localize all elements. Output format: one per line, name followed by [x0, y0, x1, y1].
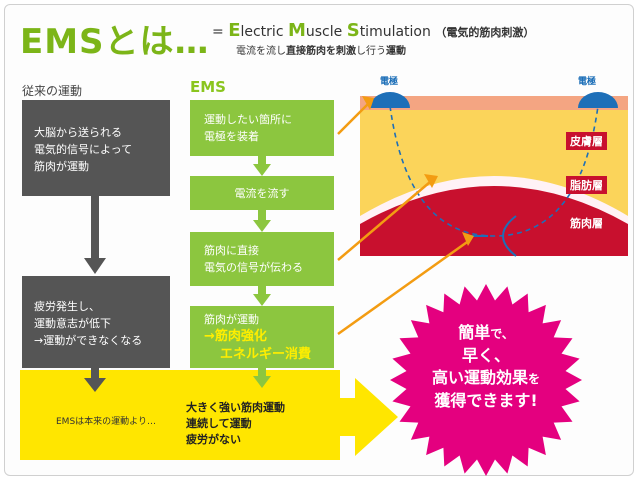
bottom-note: EMSは本来の運動より…	[56, 417, 156, 427]
connector-arrows	[337, 96, 474, 336]
burst-line-3: 高い運動効果を	[431, 368, 541, 387]
ems-step-4-line-1: 筋肉が運動	[204, 312, 259, 326]
traditional-arrow-1-icon	[84, 196, 106, 274]
traditional-arrow-2-icon	[84, 368, 106, 392]
traditional-box-1-line-2: 電気的信号によって	[34, 143, 133, 156]
word-electric: lectric	[240, 24, 288, 40]
ems-step-3-line-2: 電気の信号が伝わる	[204, 261, 303, 274]
traditional-box-1: 大脳から送られる 電気的信号によって 筋肉が運動	[22, 100, 170, 196]
letter-s: S	[346, 20, 360, 41]
definition-japanese: （電気的筋肉刺激）	[435, 26, 535, 39]
traditional-box-1-line-1: 大脳から送られる	[34, 126, 122, 139]
ems-arrow-2-icon	[253, 210, 271, 232]
starburst-badge	[390, 284, 582, 476]
ems-step-4-highlight-1: →筋肉強化	[204, 328, 267, 344]
burst-line-4: 獲得できます!	[434, 391, 538, 410]
ems-arrow-1-icon	[253, 156, 271, 176]
ems-step-3: 筋肉に直接 電気の信号が伝わる	[190, 232, 334, 286]
ems-step-2: 電流を流す	[190, 176, 334, 210]
traditional-box-2-line-2: 運動意志が低下	[34, 317, 111, 330]
muscle-layer	[360, 186, 628, 256]
big-right-arrow-icon	[300, 378, 398, 456]
ems-step-4-highlight-2: エネルギー消費	[220, 346, 312, 362]
subtitle-part-1: 電流を流し	[236, 46, 286, 57]
ems-step-1: 運動したい箇所に 電極を装着	[190, 100, 334, 156]
ems-step-4: 筋肉が運動 →筋肉強化 エネルギー消費	[190, 306, 334, 368]
burst-line-2: 早く、	[461, 346, 510, 365]
subtitle: 電流を流し直接筋肉を刺激し行う運動	[236, 42, 406, 57]
benefit-line-3: 疲労がない	[186, 433, 241, 446]
muscle-layer-label: 筋肉層	[570, 217, 603, 230]
skin-layer-label: 皮膚層	[566, 132, 607, 150]
connector-arrow-3-icon	[337, 238, 471, 336]
muscle-cross-section	[360, 92, 628, 257]
ems-step-3-line-1: 筋肉に直接	[204, 244, 259, 257]
equals-sign: =	[212, 24, 224, 40]
traditional-box-2: 疲労発生し、 運動意志が低下 →運動ができなくなる	[22, 276, 170, 368]
ems-step-1-line-2: 電極を装着	[204, 130, 259, 143]
page-title: EMSとは…	[20, 22, 210, 62]
subtitle-bold-1: 直接筋肉を刺激	[286, 46, 356, 57]
letter-e: E	[228, 20, 241, 41]
connector-arrow-2-icon	[337, 181, 431, 261]
ems-heading: EMS	[190, 78, 226, 96]
definition: = Electric Muscle Stimulation （電気的筋肉刺激）	[212, 20, 534, 41]
traditional-box-2-line-3: →運動ができなくなる	[34, 334, 143, 347]
starburst-text: 簡単で、 早く、 高い運動効果を 獲得できます!	[392, 322, 580, 412]
ems-arrow-4-icon	[253, 368, 271, 388]
skin-layer	[360, 96, 628, 110]
electrode-left-label: 電極	[380, 77, 399, 87]
electrode-left-icon	[370, 92, 410, 108]
letter-m: M	[287, 20, 306, 41]
bottom-band	[20, 370, 340, 460]
traditional-heading: 従来の運動	[22, 84, 83, 98]
ems-step-1-line-1: 運動したい箇所に	[204, 113, 292, 126]
traditional-box-1-line-3: 筋肉が運動	[34, 160, 89, 173]
bottom-benefits: 大きく強い筋肉運動 連続して運動 疲労がない	[186, 400, 285, 448]
benefit-line-2: 連続して運動	[186, 417, 252, 430]
traditional-box-2-line-1: 疲労発生し、	[34, 300, 100, 313]
ems-arrow-3-icon	[253, 286, 271, 306]
electrode-right-icon	[578, 92, 618, 108]
subtitle-part-2: し行う	[356, 46, 386, 57]
benefit-line-1: 大きく強い筋肉運動	[186, 401, 285, 414]
burst-line-1: 簡単で、	[458, 323, 514, 342]
subtitle-bold-2: 運動	[386, 46, 406, 57]
word-muscle: uscle	[305, 24, 347, 40]
connector-arrow-1-icon	[337, 103, 369, 135]
current-path	[389, 105, 599, 237]
electrode-right-label: 電極	[578, 77, 597, 87]
fat-layer-label: 脂肪層	[566, 176, 607, 194]
ems-step-2-line-1: 電流を流す	[234, 186, 290, 200]
word-stimulation: timulation	[359, 24, 431, 40]
